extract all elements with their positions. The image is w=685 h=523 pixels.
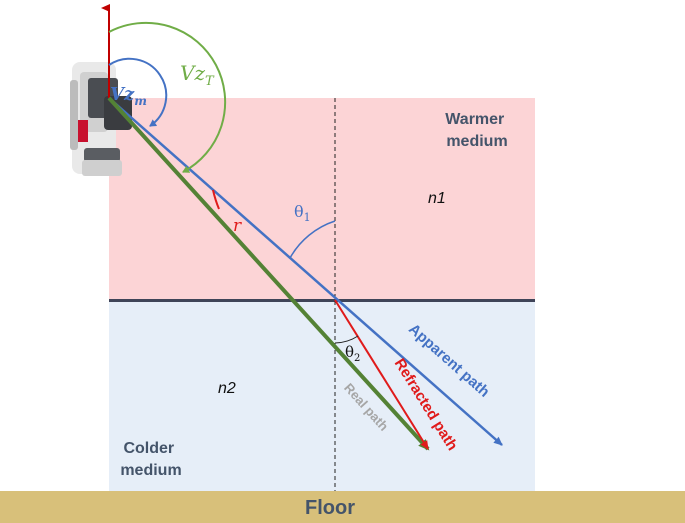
vz-m-subscript: m [134,94,147,108]
refracted-path-arrow [334,299,429,450]
warmer-medium-label: Warmer medium [445,111,508,150]
vz-m-symbol: Vz [110,84,135,105]
n1-label: n1 [428,190,446,207]
n2-label: n2 [218,380,236,397]
colder-label-line2: medium [120,462,181,479]
apparent-path-arrow [108,97,503,446]
theta2-arc [334,335,359,344]
theta1-arc [289,220,336,259]
r-label: r [233,216,242,236]
r-angle-arc [212,189,220,210]
theta2-subscript: 2 [354,353,360,364]
vz-t-label: VzT [180,61,215,89]
vz-t-subscript: T [205,74,215,89]
total-station-icon [70,62,132,176]
vz-t-arc [108,21,227,173]
warmer-label-line1: Warmer [445,111,504,128]
theta1-symbol: θ [294,202,304,221]
theta1-label: θ1 [294,202,311,224]
theta2-symbol: θ [345,343,354,361]
theta2-label: θ2 [345,343,360,364]
floor-label: Floor [305,497,355,519]
real-path-arrow [107,96,430,451]
floor-band [0,491,685,523]
warmer-label-line2: medium [446,133,507,150]
colder-label-line1: Colder [123,440,174,457]
colder-medium-label: Colder medium [120,440,181,479]
warmer-medium-region [109,98,535,301]
vz-m-label: Vzm [110,84,147,108]
theta1-subscript: 1 [304,211,311,224]
vz-t-symbol: Vz [180,61,205,85]
vz-m-arc [108,57,168,127]
